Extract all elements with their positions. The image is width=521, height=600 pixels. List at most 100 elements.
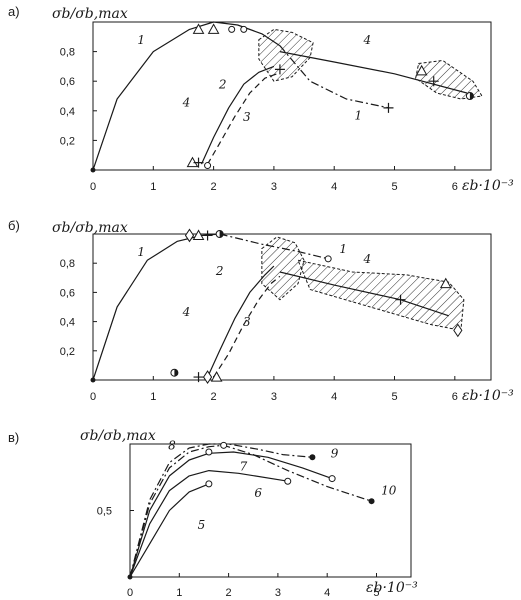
panel-2-data-point-open-circle (284, 477, 292, 485)
panel-0-y-axis-title: σb/σb,max (52, 6, 128, 22)
panel-0-data-point-open-circle (204, 162, 212, 170)
panel-2-series-line-7 (129, 451, 333, 578)
panel-2-x-axis-title: εb·10⁻³ (366, 580, 418, 596)
panel-2-curve-label: 10 (381, 484, 397, 498)
panel-1-y-axis-title: σb/σb,max (52, 220, 128, 236)
panel-2-axes-frame (129, 443, 412, 578)
panel-1-series-line-3 (213, 275, 281, 378)
panel-2-label: в) (8, 430, 19, 445)
panel-1-curve-label: 1 (339, 242, 347, 256)
panel-2-curve-label: 8 (168, 438, 176, 452)
panel-0-series-line-1 (92, 21, 281, 171)
panel-2-curve-label: 5 (198, 518, 206, 532)
panel-0-data-point-half-circle-fill (469, 92, 474, 100)
panel-2-series-line-8 (129, 444, 372, 578)
panel-2-y-axis-title: σb/σb,max (80, 428, 156, 444)
panel-0-x-tick-label: 5 (391, 181, 397, 193)
panel-1-data-point-triangle (439, 277, 452, 289)
panel-0-data-point-triangle (207, 23, 220, 34)
panel-0-y-tick-label: 0,4 (60, 106, 75, 118)
panel-2-data-point-filled-circle (309, 454, 316, 461)
panel-1-x-tick-label: 0 (90, 391, 96, 403)
panel-1-y-tick-label: 0,2 (60, 346, 75, 358)
panel-1-data-point-half-circle-fill (174, 369, 178, 377)
panel-0-label: а) (8, 4, 20, 19)
panel-2-series-line-6 (129, 470, 288, 578)
panel-0-x-tick-label: 0 (90, 181, 96, 193)
panel-2-curve-label: 6 (254, 486, 262, 500)
panel-1-series-line-1 (92, 233, 220, 381)
panel-1-curve-label: 1 (137, 245, 145, 259)
panel-1-y-tick-label: 0,8 (60, 258, 75, 270)
panel-2-series-line-9 (129, 443, 313, 578)
panel-2-x-tick-label: 3 (275, 587, 281, 599)
panel-0-x-tick-label: 1 (150, 181, 156, 193)
chart-panel-c: в) σb/σb,max εb·10⁻³ 0 1 2 3 4 5 0,5 5 67 8 9 10 (8, 428, 418, 599)
panel-0-x-tick-label: 3 (271, 181, 277, 193)
panel-0-series-line-4 (279, 51, 468, 94)
panel-1-curve-label: 4 (363, 252, 372, 266)
panel-0-curve-label: 1 (355, 109, 363, 123)
panel-1-data-point-plus (202, 230, 213, 241)
panel-0-series-line-3 (207, 73, 278, 165)
panel-0-curve-label: 2 (218, 78, 227, 92)
panel-0-data-point-open-circle (228, 25, 236, 33)
panel-1-series-line-4 (279, 271, 449, 317)
panel-0-data-point-plus (428, 76, 439, 87)
panel-2-origin-point (127, 574, 133, 580)
panel-1-data-point-plus (193, 372, 204, 383)
panel-1-series-line-2 (207, 265, 275, 378)
panel-0-data-point-plus (383, 102, 394, 113)
panel-2-data-point-open-circle (220, 441, 228, 449)
panel-2-x-tick-label: 1 (176, 587, 182, 599)
panel-0-curve-label: 4 (182, 95, 191, 109)
panel-2-data-point-open-circle (205, 448, 213, 456)
panel-1-x-axis-title: εb·10⁻³ (462, 388, 514, 404)
panel-2-x-tick-label: 2 (226, 587, 232, 599)
panel-0-x-tick-label: 4 (331, 181, 337, 193)
panel-0-x-tick-label: 2 (211, 181, 217, 193)
panel-1-axes-frame (92, 233, 492, 381)
panel-1-data-point-diamond (453, 323, 463, 338)
panel-1-data-point-plus (395, 294, 406, 305)
panel-1-x-tick-label: 3 (271, 391, 277, 403)
panel-1-data-point-triangle (210, 371, 223, 382)
panel-2-curve-label: 7 (240, 460, 248, 474)
panel-2-x-tick-label: 4 (324, 587, 330, 599)
panel-0-x-axis-title: εb·10⁻³ (462, 178, 514, 194)
panel-0-axes-frame (92, 21, 492, 171)
panel-0-data-point-plus (193, 157, 204, 168)
panel-0-curve-label: 1 (137, 33, 145, 47)
panel-2-y-tick-label: 0,5 (97, 506, 112, 518)
panel-1-x-tick-label: 1 (150, 391, 156, 403)
panel-0-series-line-1 (279, 45, 389, 109)
panel-1-curve-label: 2 (215, 264, 224, 278)
panel-2-series-line-5 (129, 483, 210, 578)
panel-1-data-point-open-circle (324, 255, 332, 263)
panel-1-y-tick-label: 0,6 (60, 287, 75, 299)
panel-2-data-point-open-circle (328, 475, 336, 483)
panel-0-y-tick-label: 0,6 (60, 76, 75, 88)
panel-0-y-tick-label: 0,2 (60, 135, 75, 147)
panel-1-origin-point (90, 377, 96, 383)
panel-0-y-tick-label: 0,8 (60, 47, 75, 59)
panel-1-x-tick-label: 5 (391, 391, 397, 403)
panel-2-x-tick-label: 0 (127, 587, 133, 599)
panel-1-scatter-region (261, 236, 305, 301)
panel-0-series-line-2 (200, 65, 275, 165)
panel-2-curve-label: 9 (331, 446, 339, 460)
panel-0-data-point-triangle (192, 23, 205, 34)
panel-1-label: б) (8, 218, 20, 233)
panel-2-x-tick-label: 5 (373, 587, 379, 599)
panel-2-data-point-filled-circle (368, 498, 375, 505)
panel-0-curve-label: 4 (363, 33, 372, 47)
panel-1-data-point-diamond (184, 228, 195, 243)
panel-1-curve-label: 4 (182, 305, 191, 319)
panel-0-origin-point (90, 167, 96, 173)
panel-1-x-tick-label: 6 (452, 391, 458, 403)
panel-0-data-point-open-circle (240, 25, 248, 33)
panel-1-data-point-diamond (202, 370, 213, 384)
